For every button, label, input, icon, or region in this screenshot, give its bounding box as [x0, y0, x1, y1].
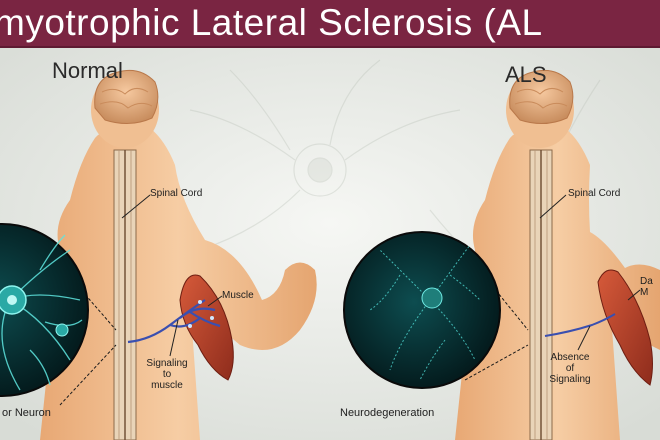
als-absence-pointer: [577, 325, 591, 351]
als-figure: [455, 69, 660, 440]
normal-muscle: [179, 274, 234, 381]
normal-inset-caption: or Neuron: [2, 407, 51, 419]
als-muscle: [597, 269, 653, 386]
normal-brain: [94, 69, 159, 124]
banner-title: myotrophic Lateral Sclerosis (AL: [0, 2, 543, 43]
normal-signaling-line2: to: [162, 369, 172, 380]
als-absence-line3: Signaling: [549, 374, 591, 385]
als-spinal-cord-label: Spinal Cord: [568, 188, 621, 199]
als-absence-line1: Absence: [550, 352, 590, 363]
als-muscle-line1: Da: [640, 276, 653, 287]
normal-signaling-label: Signaling to muscle: [142, 358, 192, 391]
normal-spinal-pointer: [121, 194, 151, 219]
normal-signal-pointer: [169, 319, 179, 357]
als-absence-label: Absence of Signaling: [542, 352, 598, 385]
als-body: [455, 90, 660, 440]
title-banner: myotrophic Lateral Sclerosis (AL: [0, 0, 660, 48]
normal-signaling-line3: muscle: [151, 380, 183, 391]
als-muscle-pointer: [627, 289, 641, 301]
normal-muscle-label: Muscle: [222, 290, 254, 301]
normal-signaling-line1: Signaling: [146, 358, 188, 369]
normal-nerve: [127, 299, 221, 344]
normal-muscle-pointer: [207, 295, 223, 307]
als-inset-caption: Neurodegeneration: [340, 407, 435, 419]
normal-neuron-inset: [0, 223, 117, 406]
als-brain: [509, 69, 574, 124]
als-heading: ALS: [505, 62, 547, 87]
als-muscle-line2: M: [640, 287, 649, 298]
normal-heading: Normal: [52, 58, 123, 83]
als-absence-line2: of: [565, 363, 575, 374]
als-spinal-pointer: [539, 194, 567, 219]
als-nerve: [544, 313, 616, 337]
als-neurodegeneration-inset: [343, 231, 529, 389]
als-muscle-label: Da M: [640, 276, 653, 298]
normal-spinal-cord-label: Spinal Cord: [150, 188, 203, 199]
